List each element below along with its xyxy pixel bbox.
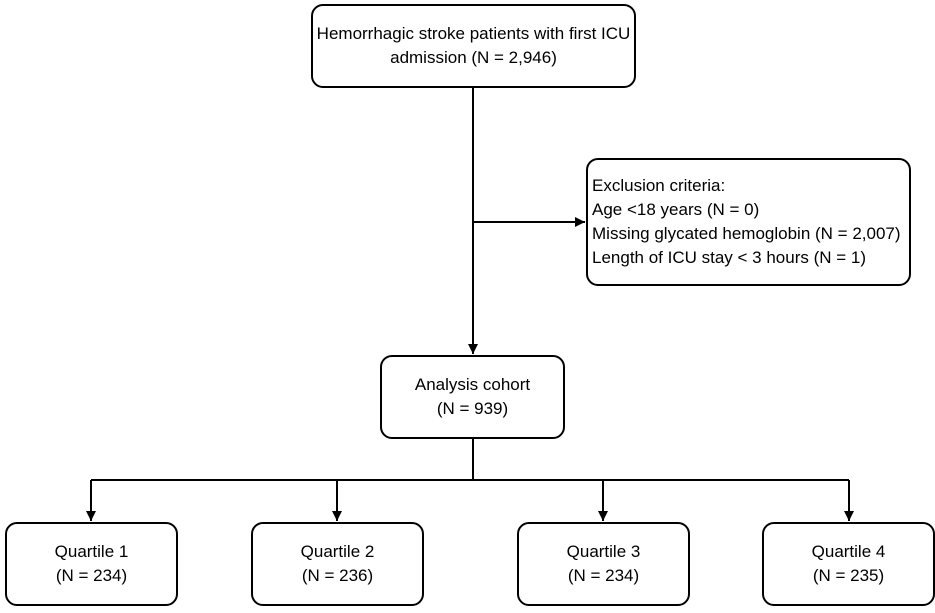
quartile-4-count: (N = 235) — [812, 566, 885, 585]
exclusion-heading: Exclusion criteria: — [592, 176, 726, 195]
quartile-3-box: Quartile 3 (N = 234) — [517, 522, 690, 606]
quartile-1-label: Quartile 1 — [54, 542, 129, 561]
quartile-2-box: Quartile 2 (N = 236) — [251, 522, 424, 606]
initial-population-line2: admission (N = 2,946) — [390, 48, 557, 67]
quartile-3-count: (N = 234) — [567, 566, 640, 585]
quartile-1-count: (N = 234) — [55, 566, 128, 585]
quartile-4-box: Quartile 4 (N = 235) — [762, 522, 935, 606]
quartile-2-count: (N = 236) — [301, 566, 374, 585]
initial-population-line1: Hemorrhagic stroke patients with first I… — [316, 24, 631, 43]
quartile-4-label: Quartile 4 — [811, 542, 886, 561]
analysis-cohort-box: Analysis cohort (N = 939) — [380, 355, 565, 439]
quartile-2-label: Quartile 2 — [300, 542, 375, 561]
analysis-cohort-label: Analysis cohort — [414, 375, 531, 394]
exclusion-item-hba1c: Missing glycated hemoglobin (N = 2,007) — [592, 224, 901, 243]
exclusion-item-icu-stay: Length of ICU stay < 3 hours (N = 1) — [592, 248, 867, 267]
analysis-cohort-count: (N = 939) — [436, 399, 509, 418]
quartile-3-label: Quartile 3 — [566, 542, 641, 561]
initial-population-box: Hemorrhagic stroke patients with first I… — [311, 4, 636, 88]
exclusion-item-age: Age <18 years (N = 0) — [592, 200, 760, 219]
exclusion-criteria-box: Exclusion criteria: Age <18 years (N = 0… — [586, 158, 911, 286]
quartile-1-box: Quartile 1 (N = 234) — [5, 522, 178, 606]
